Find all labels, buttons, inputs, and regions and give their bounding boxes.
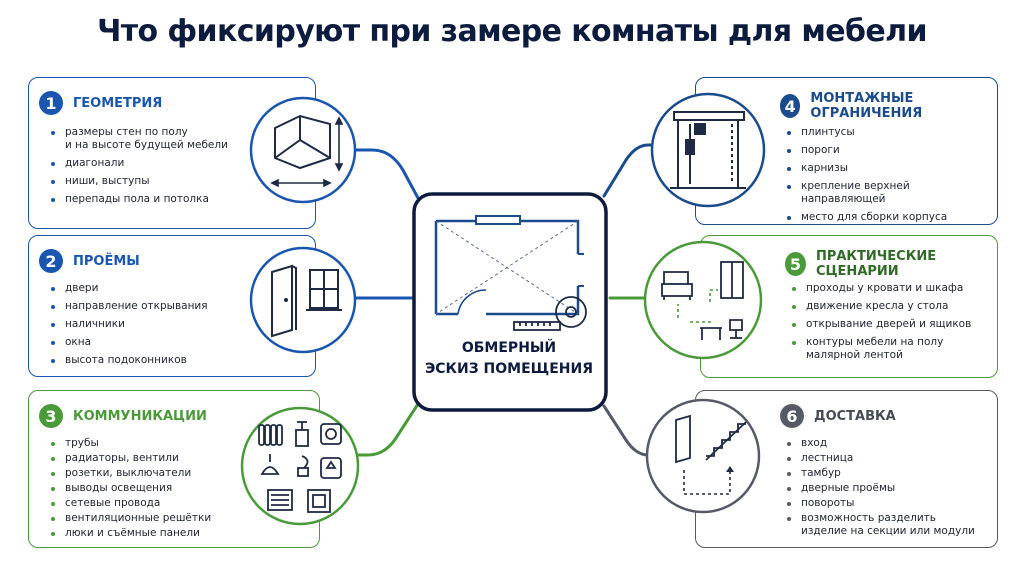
item-list: проходы у кровати и шкафа движение кресл… [790, 282, 995, 367]
connector-3 [348, 402, 420, 457]
number-badge: 3 [39, 404, 63, 428]
list-item: перепады пола и потолка [49, 193, 239, 206]
list-item: возможность разделить [785, 512, 990, 525]
card-title: ПРОЁМЫ [73, 253, 140, 269]
furniture-scenario-icon [643, 240, 763, 360]
list-item: вход [785, 437, 990, 450]
list-item: контуры мебели на полу [790, 336, 995, 349]
list-item: дверные проёмы [785, 482, 990, 495]
socket-icon [320, 423, 342, 445]
item-list: размеры стен по полу и на высоте будущей… [49, 126, 239, 211]
card-title: ДОСТАВКА [814, 408, 896, 424]
list-item: вентиляционные решётки [49, 512, 239, 525]
item-list: вход лестница тамбур дверные проёмы пово… [785, 437, 990, 543]
lamp-icon [260, 454, 280, 475]
vent-grille-icon [267, 489, 293, 511]
list-item: карнизы [785, 162, 990, 175]
card-header: 2 ПРОЁМЫ [39, 249, 140, 273]
list-item: плинтусы [785, 126, 990, 139]
number-badge: 4 [780, 94, 801, 118]
cable-plug-icon [297, 455, 309, 477]
list-item: проходы у кровати и шкафа [790, 282, 995, 295]
list-item: двери [49, 282, 239, 295]
list-item: направление открывания [49, 300, 239, 313]
list-item: трубы [49, 437, 239, 450]
list-item: место для сборки корпуса [785, 211, 990, 224]
list-item: размеры стен по полу [49, 126, 239, 139]
list-item: высота подоконников [49, 354, 239, 367]
switch-icon [320, 457, 342, 479]
center-label: ОБМЕРНЫЙ ЭСКИЗ ПОМЕЩЕНИЯ [414, 338, 604, 380]
list-item: люки и съёмные панели [49, 527, 239, 540]
list-item: выводы освещения [49, 482, 239, 495]
path-arrow [683, 470, 731, 495]
list-item: сетевые провода [49, 497, 239, 510]
card-header: 6 ДОСТАВКА [780, 404, 896, 428]
list-item: пороги [785, 144, 990, 157]
card-scenarios: 5 ПРАКТИЧЕСКИЕ СЦЕНАРИИ проходы у кроват… [700, 235, 998, 378]
access-panel-icon [307, 489, 331, 513]
delivery-stairs-icon [645, 398, 761, 514]
card-title: ГЕОМЕТРИЯ [73, 95, 163, 111]
utilities-icon [240, 406, 360, 526]
list-item: наличники [49, 318, 239, 331]
list-item: движение кресла у стола [790, 300, 995, 313]
desk-icon [700, 327, 722, 340]
radiator-icon [258, 424, 283, 446]
wardrobe-icon [720, 261, 744, 299]
room-geometry-icon [249, 96, 357, 204]
number-badge: 6 [780, 404, 804, 428]
number-badge: 2 [39, 249, 63, 273]
list-item: повороты [785, 497, 990, 510]
list-item: ниши, выступы [49, 175, 239, 188]
list-item: крепление верхней направляющей [785, 180, 990, 206]
item-list: плинтусы пороги карнизы крепление верхне… [785, 126, 990, 229]
center-label-line: ЭСКИЗ ПОМЕЩЕНИЯ [425, 361, 593, 377]
path-arrow [709, 289, 718, 302]
list-item: диагонали [49, 157, 239, 170]
list-item: открывание дверей и ящиков [790, 318, 995, 331]
list-item-continued: и на высоте будущей мебели [65, 139, 228, 151]
bed-icon [661, 271, 693, 300]
cabinet-mounting-icon [650, 92, 766, 208]
list-item-continued: малярной лентой [806, 349, 903, 361]
item-list: двери направление открывания наличники о… [49, 282, 239, 372]
tape-measure-icon [513, 296, 587, 331]
item-list: трубы радиаторы, вентили розетки, выключ… [49, 437, 239, 542]
connector-4 [602, 143, 662, 198]
card-title: КОММУНИКАЦИИ [73, 408, 207, 424]
number-badge: 5 [785, 252, 806, 276]
valve-icon [295, 421, 309, 447]
card-title: ПРАКТИЧЕСКИЕ СЦЕНАРИИ [815, 249, 937, 279]
card-header: 5 ПРАКТИЧЕСКИЕ СЦЕНАРИИ [785, 249, 997, 279]
list-item: розетки, выключатели [49, 467, 239, 480]
center-label-line: ОБМЕРНЫЙ [461, 340, 557, 356]
list-item-continued: изделие на секции или модули [801, 525, 975, 537]
list-item: тамбур [785, 467, 990, 480]
list-item: радиаторы, вентили [49, 452, 239, 465]
card-title: МОНТАЖНЫЕ ОГРАНИЧЕНИЯ [810, 91, 923, 121]
number-badge: 1 [39, 91, 63, 115]
card-header: 3 КОММУНИКАЦИИ [39, 404, 207, 428]
card-header: 1 ГЕОМЕТРИЯ [39, 91, 162, 115]
connector-1 [333, 148, 420, 200]
chair-icon [729, 319, 743, 339]
page-title: Что фиксируют при замере комнаты для меб… [97, 14, 927, 49]
list-item: лестница [785, 452, 990, 465]
door-window-icon [249, 246, 357, 354]
center-sketch-card [412, 192, 608, 412]
list-item: окна [49, 336, 239, 349]
card-header: 4 МОНТАЖНЫЕ ОГРАНИЧЕНИЯ [780, 91, 997, 121]
